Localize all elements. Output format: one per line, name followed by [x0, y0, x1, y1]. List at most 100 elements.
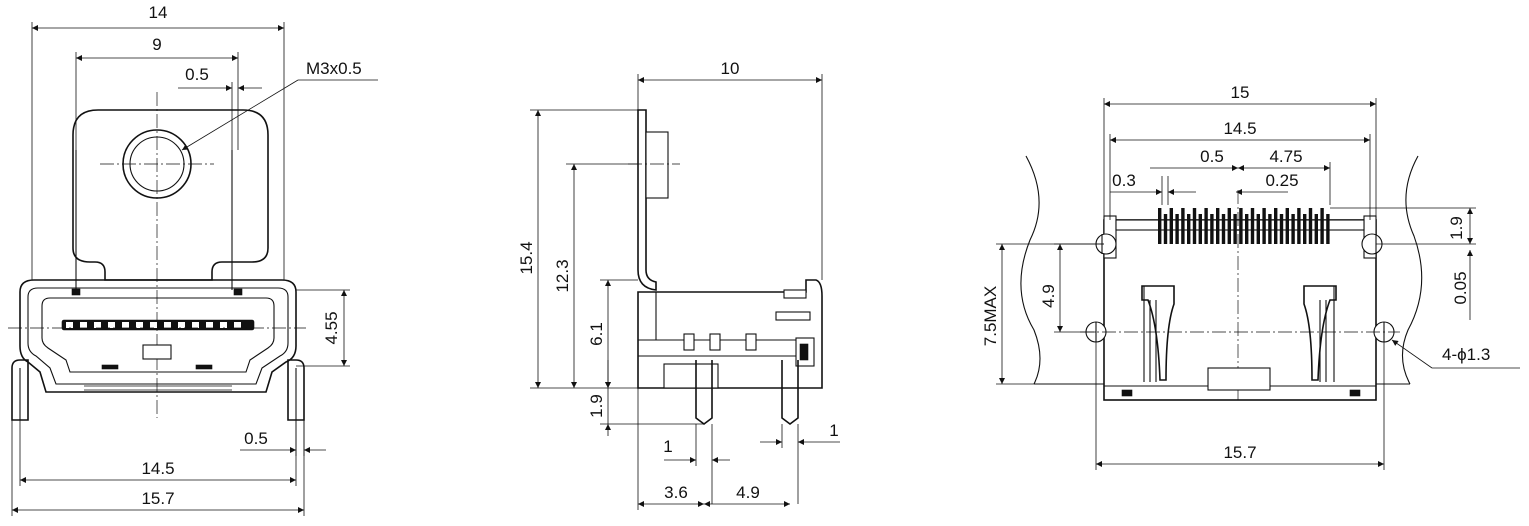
- fp-latch-left-lines: [1143, 286, 1157, 382]
- fp-smt-pad: [1279, 214, 1284, 244]
- fp-smt-pad: [1314, 214, 1318, 244]
- side-boss: [645, 131, 669, 199]
- side-top-tab: [783, 289, 807, 299]
- fp-dim-holes-label: 4-ϕ1.3: [1442, 345, 1490, 364]
- side-dim-4.9-label: 4.9: [736, 483, 760, 502]
- fp-smt-pad: [1320, 208, 1324, 244]
- fp-dim-0.5-label: 0.5: [1200, 147, 1224, 166]
- fp-smt-pad: [1187, 214, 1191, 244]
- fp-smt-pad: [1163, 214, 1168, 244]
- fp-smt-pad: [1326, 214, 1330, 244]
- fp-smt-pad: [1274, 208, 1278, 244]
- fp-dim-15-label: 15: [1231, 83, 1250, 102]
- fp-dim-7.5max: 7.5MAX: [981, 243, 1104, 385]
- side-dim-15.4-label: 15.4: [517, 241, 536, 274]
- fp-dim-1.9: 1.9: [1330, 207, 1476, 245]
- fp-smt-pad: [1192, 208, 1197, 244]
- fp-dim-0.3-label: 0.3: [1112, 171, 1136, 190]
- fp-smt-pad: [1181, 208, 1185, 244]
- fp-smt-pad: [1175, 214, 1179, 244]
- front-dim-0.5-bottom-label: 0.5: [244, 429, 268, 448]
- fp-smt-pad: [1256, 214, 1260, 244]
- side-dim-12.3: 12.3: [553, 163, 638, 388]
- front-dim-0.5-top: 0.5: [178, 65, 262, 150]
- fp-smt-pad: [1297, 208, 1301, 244]
- front-bracket-tab-right: [233, 288, 243, 296]
- side-latch: [775, 311, 811, 321]
- side-foot: [663, 363, 719, 389]
- pcb-break-left: [1020, 155, 1041, 385]
- front-dim-9-label: 9: [152, 35, 161, 54]
- fp-center-tab: [1207, 367, 1271, 391]
- fp-smt-pad: [1169, 208, 1173, 244]
- front-dim-14.5-label: 14.5: [141, 459, 174, 478]
- front-dim-14.5: 14.5: [19, 420, 297, 486]
- fp-latch-right: [1303, 285, 1337, 381]
- side-dim-3.6-4.9: 3.6 4.9: [637, 388, 790, 510]
- front-dim-15.7-label: 15.7: [141, 489, 174, 508]
- fp-smt-pad: [1250, 208, 1255, 244]
- fp-smt-pad: [1245, 214, 1249, 244]
- side-dim-1-left: 1: [663, 424, 730, 504]
- pcb-break-right: [1401, 155, 1423, 385]
- front-view: 14 9 0.5 M3x0.5 4.55: [8, 3, 378, 516]
- side-spring-fill: [799, 343, 809, 361]
- fp-smt-pad: [1285, 208, 1289, 244]
- fp-smt-pad: [1239, 208, 1243, 244]
- front-thread-label: M3x0.5: [306, 59, 362, 78]
- side-dim-15.4: 15.4: [517, 109, 638, 389]
- side-dim-3.6-label: 3.6: [664, 483, 688, 502]
- fp-dim-0.5-4.75: 0.5 4.75: [1150, 147, 1331, 205]
- fp-dim-0.3-0.25: 0.3 0.25: [1110, 171, 1299, 205]
- front-dim-14-label: 14: [149, 3, 168, 22]
- side-view: 10 15.4 12.3 6.1 1.9: [517, 59, 840, 510]
- front-bottom-contacts: [84, 385, 232, 391]
- side-dim-1.9: 1.9: [587, 360, 704, 436]
- front-bracket-tab-left: [71, 288, 81, 296]
- fp-dim-14.5-label: 14.5: [1223, 119, 1256, 138]
- fp-dim-holes: 4-ϕ1.3: [1391, 339, 1520, 369]
- side-dim-1-right-label: 1: [829, 421, 838, 440]
- fp-dim-7.5max-label: 7.5MAX: [981, 286, 1000, 346]
- fp-foot-left: [1121, 389, 1133, 397]
- fp-smt-pad: [1216, 208, 1220, 244]
- side-dim-12.3-label: 12.3: [553, 259, 572, 292]
- fp-latch-left: [1141, 285, 1175, 381]
- fp-smt-pad: [1291, 214, 1295, 244]
- front-bracket-outline: [72, 109, 269, 281]
- front-dim-9: 9: [75, 35, 239, 150]
- fp-dim-0.25-label: 0.25: [1265, 171, 1298, 190]
- fp-dim-4.9: 4.9: [1039, 243, 1104, 333]
- fp-dim-4.75-label: 4.75: [1269, 147, 1302, 166]
- fp-dim-0.05: 0.05: [1451, 250, 1473, 320]
- side-dim-10: 10: [637, 59, 823, 280]
- side-dim-10-label: 10: [721, 59, 740, 78]
- front-dim-15.7: 15.7: [11, 420, 305, 516]
- side-dim-6.1-label: 6.1: [587, 322, 606, 346]
- fp-smt-pad: [1262, 208, 1266, 244]
- front-shell-inner: [27, 287, 289, 385]
- fp-dim-0.05-label: 0.05: [1451, 271, 1470, 304]
- front-opening: [41, 297, 275, 373]
- fp-smt-pad: [1308, 208, 1313, 244]
- front-leg-left: [11, 359, 29, 421]
- front-shell-outer: [19, 279, 297, 393]
- side-dim-6.1: 6.1: [587, 279, 638, 388]
- front-dim-0.5-bottom: 0.5: [240, 420, 326, 456]
- fp-smt-pad: [1198, 214, 1202, 244]
- fp-dim-14.5: 14.5: [1109, 119, 1371, 220]
- front-dim-4.55: 4.55: [296, 289, 350, 367]
- fp-dim-15: 15: [1103, 83, 1377, 220]
- footprint-view: 15 14.5 0.5 4.75 0.3 0.25: [981, 83, 1520, 470]
- side-dim-1-right: 1: [760, 421, 840, 504]
- fp-smt-pad: [1210, 214, 1214, 244]
- front-latch-right: [195, 364, 213, 370]
- side-pin-head-3: [745, 333, 757, 351]
- side-pin-right: [781, 360, 799, 425]
- front-dim-14: 14: [31, 3, 285, 280]
- fp-dim-15.7-label: 15.7: [1223, 443, 1256, 462]
- front-key: [142, 344, 172, 360]
- fp-foot-right: [1349, 389, 1361, 397]
- side-pin-head-2: [709, 333, 721, 351]
